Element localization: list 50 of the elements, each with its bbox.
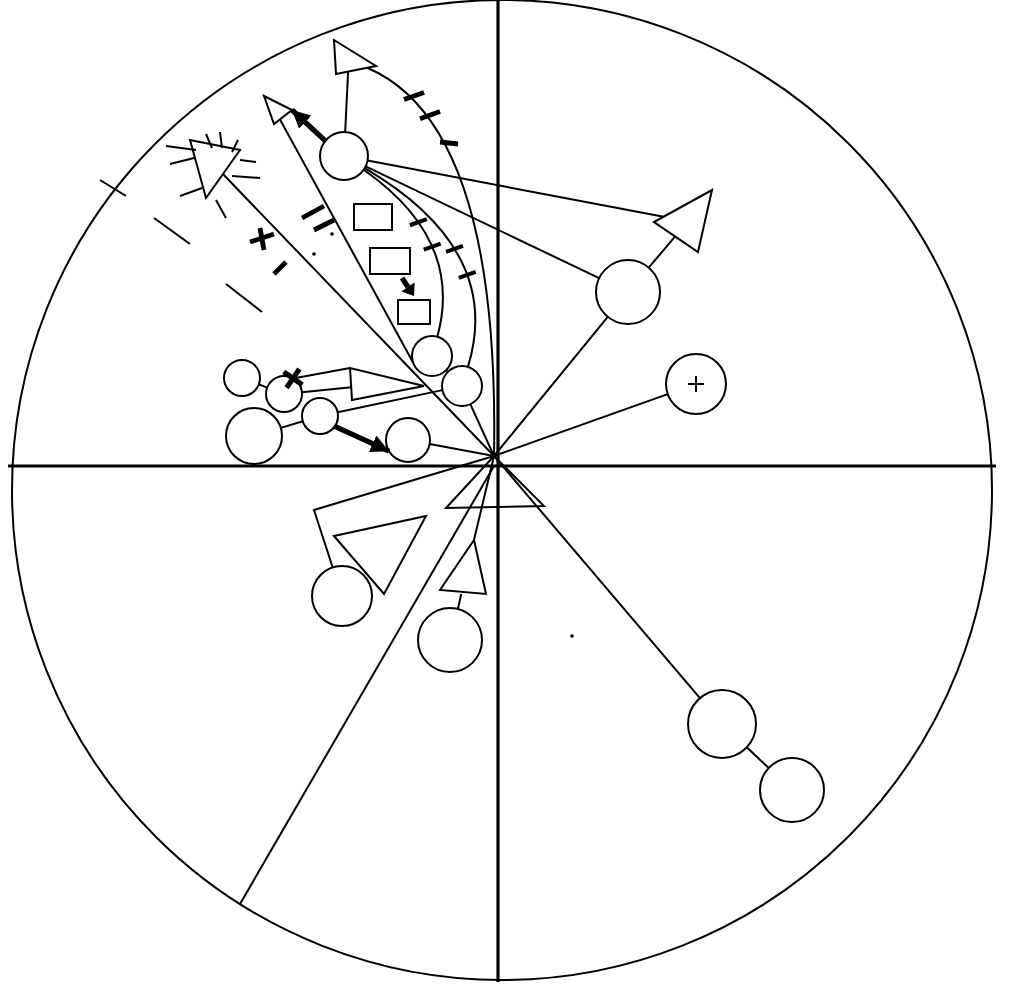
circle-marker: [416, 606, 484, 674]
connector-line: [312, 455, 495, 569]
triangle-marker: [444, 454, 546, 510]
rectangle-marker: [352, 202, 394, 232]
circle-marker: [224, 406, 284, 466]
crossed-circle-marker: [664, 352, 728, 416]
connector-line: [257, 383, 269, 389]
connector-line: [428, 443, 495, 457]
circle-marker: [686, 688, 758, 760]
circle-marker: [384, 416, 432, 464]
triangle-marker: [652, 188, 714, 254]
connector-line: [279, 118, 415, 364]
circle-marker: [222, 358, 262, 398]
rayed-triangle-marker: [164, 130, 262, 220]
circle-marker: [318, 130, 370, 182]
circle-marker: [440, 364, 484, 408]
connector-line: [469, 403, 495, 457]
connector-line: [473, 455, 495, 541]
connector-line: [300, 386, 353, 394]
triangle-marker: [438, 538, 488, 596]
triangle-marker: [332, 38, 378, 76]
connector-line: [745, 746, 770, 770]
triangle-marker: [332, 514, 428, 596]
circle-marker: [310, 564, 374, 628]
connector-line: [344, 70, 350, 134]
circle-marker: [410, 334, 454, 378]
triangle-marker: [262, 94, 294, 126]
connector-line: [363, 167, 477, 368]
connector-line: [366, 159, 665, 218]
connector-line: [366, 66, 496, 457]
circle-marker: [594, 258, 662, 326]
connector-line: [493, 315, 609, 457]
connector-line: [493, 393, 669, 457]
connector-line: [456, 593, 463, 610]
connector-line: [493, 455, 701, 700]
connector-line: [647, 235, 677, 269]
triangle-marker: [348, 366, 426, 402]
connector-line: [362, 168, 444, 338]
circle-marker: [758, 756, 826, 824]
rectangle-marker: [368, 246, 412, 276]
circle-marker: [264, 374, 304, 414]
connector-line: [221, 173, 495, 457]
connector-line: [290, 108, 328, 143]
connector-line: [279, 420, 304, 429]
connector-line: [281, 366, 351, 391]
connector-line: [364, 165, 601, 280]
rectangle-marker: [396, 298, 432, 326]
circle-marker: [300, 396, 340, 436]
connector-line: [333, 424, 391, 454]
connector-line: [336, 389, 444, 414]
